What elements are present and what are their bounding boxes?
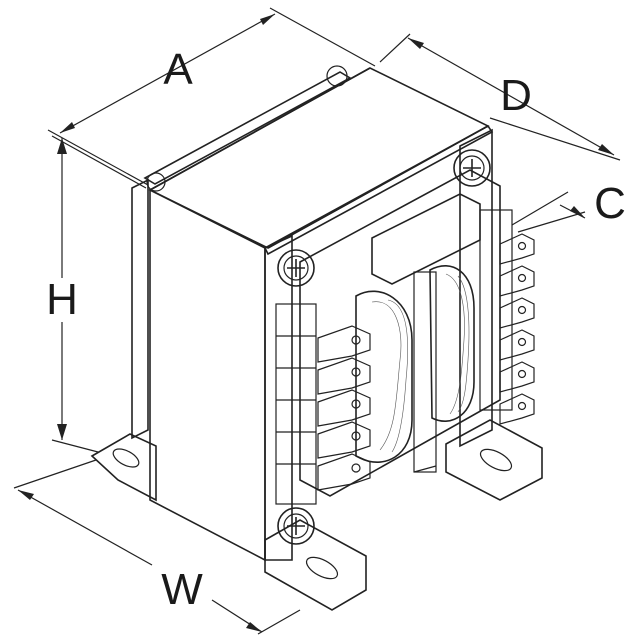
right-terminals: [479, 209, 535, 425]
mounting-screw-icon: [453, 149, 491, 187]
solder-terminal: [317, 453, 371, 491]
mounting-screw-icon: [277, 249, 315, 287]
solder-terminal: [317, 325, 371, 363]
solder-terminal: [499, 265, 535, 297]
solder-terminal: [499, 297, 535, 329]
dimension-label-w: W: [161, 565, 203, 614]
solder-terminal: [317, 421, 371, 459]
coil-winding: [299, 169, 501, 497]
solder-terminal: [499, 393, 535, 425]
solder-terminal: [317, 357, 371, 395]
mounting-screw-icon: [277, 507, 315, 545]
dimension-label-h: H: [46, 275, 78, 324]
dimension-lines: [13, 7, 621, 635]
solder-terminal: [499, 233, 535, 265]
dimension-label-d: D: [500, 71, 532, 120]
rear-frame: [131, 65, 352, 440]
solder-terminal: [499, 329, 535, 361]
rear-mounting-foot: [90, 433, 157, 502]
front-terminals: [275, 303, 371, 505]
solder-terminal: [317, 389, 371, 427]
solder-terminal: [499, 361, 535, 393]
right-mounting-foot: [445, 419, 543, 501]
front-mounting-foot: [264, 519, 367, 611]
dimension-label-c: C: [594, 179, 626, 228]
dimension-label-a: A: [163, 45, 193, 94]
laminated-core: [148, 67, 494, 562]
